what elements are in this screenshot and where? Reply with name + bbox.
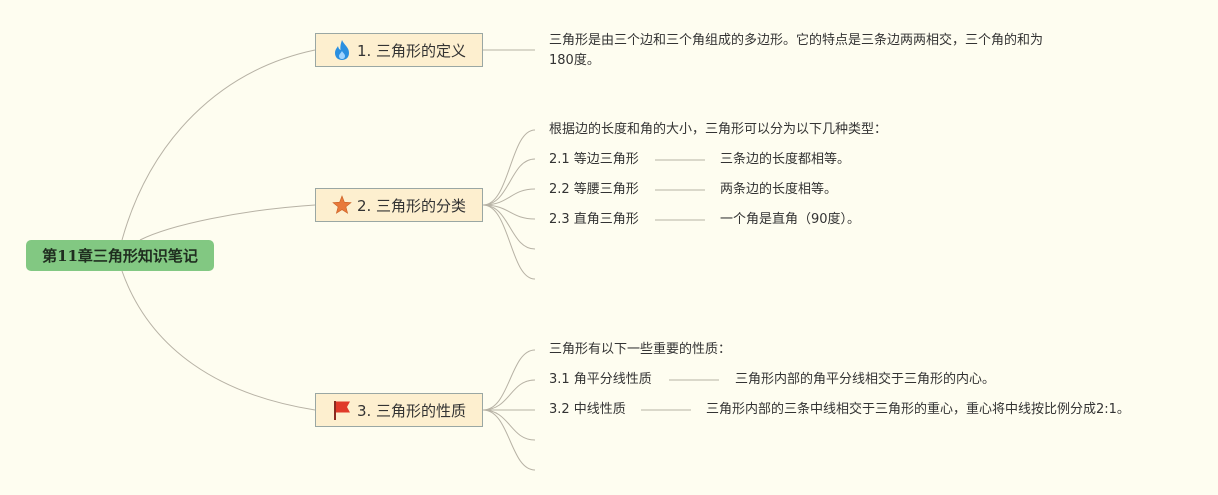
- detail-angle-bisector: 三角形内部的角平分线相交于三角形的内心。: [735, 372, 996, 387]
- branch-node-properties[interactable]: 3. 三角形的性质: [315, 393, 483, 427]
- detail-equilateral: 三条边的长度都相等。: [720, 152, 851, 167]
- branch-node-definition[interactable]: 1. 三角形的定义: [315, 33, 483, 67]
- link-branch-3-item-1: [482, 379, 536, 411]
- root-node[interactable]: 第11章三角形知识笔记: [26, 240, 214, 271]
- detail-isosceles: 两条边的长度相等。: [720, 182, 838, 197]
- fire-icon: [332, 39, 352, 61]
- link-root-branch-1: [121, 49, 316, 241]
- branch-label: 3. 三角形的性质: [356, 401, 467, 420]
- link-branch-2-item-1: [482, 158, 536, 206]
- definition-text: 三角形是由三个边和三个角组成的多边形。它的特点是三条边两两相交，三个角的和为18…: [549, 33, 1044, 68]
- branch-node-classification[interactable]: 2. 三角形的分类: [315, 188, 483, 222]
- classification-intro: 根据边的长度和角的大小，三角形可以分为以下几种类型：: [549, 122, 888, 137]
- link-root-branch-3: [121, 270, 316, 411]
- branch-label: 1. 三角形的定义: [356, 41, 467, 60]
- subtopic-angle-bisector[interactable]: 3.1 角平分线性质: [549, 372, 652, 387]
- detail-right-triangle: 一个角是直角（90度）。: [720, 212, 861, 227]
- link-branch-2-item-3: [482, 204, 536, 220]
- subtopic-isosceles[interactable]: 2.2 等腰三角形: [549, 182, 639, 197]
- root-title: 第11章三角形知识笔记: [42, 247, 198, 265]
- subtopic-median[interactable]: 3.2 中线性质: [549, 402, 626, 417]
- link-branch-3-empty-1: [482, 409, 536, 441]
- properties-intro: 三角形有以下一些重要的性质：: [549, 342, 732, 357]
- link-branch-2-intro: [482, 129, 536, 206]
- detail-median: 三角形内部的三条中线相交于三角形的重心，重心将中线按比例分成2:1。: [706, 402, 1130, 417]
- link-branch-3-empty-2: [482, 409, 536, 471]
- link-branch-2-empty-1: [482, 204, 536, 250]
- link-branch-2-item-2: [482, 188, 536, 206]
- subtopic-right-triangle[interactable]: 2.3 直角三角形: [549, 212, 639, 227]
- star-icon: [332, 194, 352, 216]
- subtopic-equilateral[interactable]: 2.1 等边三角形: [549, 152, 639, 167]
- link-root-branch-2: [139, 204, 316, 241]
- branch-label: 2. 三角形的分类: [356, 196, 467, 215]
- link-branch-3-intro: [482, 349, 536, 411]
- link-branch-2-empty-2: [482, 204, 536, 280]
- flag-icon: [332, 399, 352, 421]
